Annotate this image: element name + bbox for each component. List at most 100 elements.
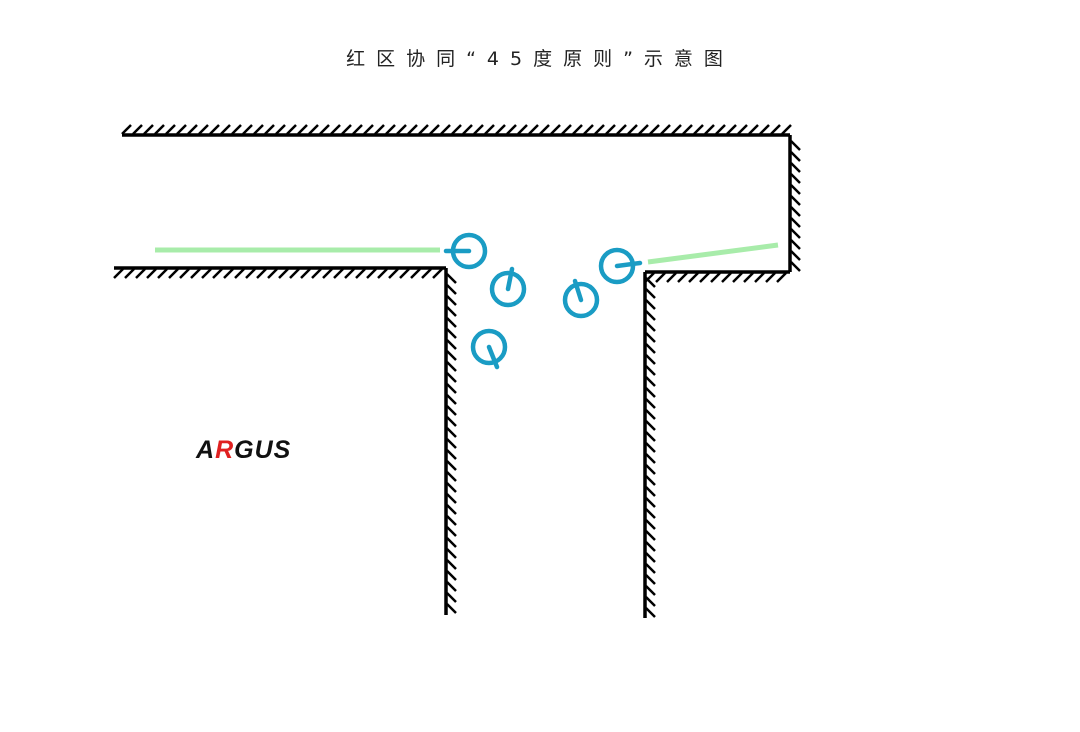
wall-hatch xyxy=(451,124,462,135)
wall-hatch xyxy=(418,124,429,135)
wall-hatch xyxy=(446,339,457,350)
wall-hatch xyxy=(363,124,374,135)
wall-hatch xyxy=(506,124,517,135)
wall-hatch xyxy=(645,321,656,332)
wall-hatch xyxy=(790,239,801,250)
wall-hatch xyxy=(333,268,344,279)
wall-hatch xyxy=(645,541,656,552)
wall-hatch xyxy=(645,299,656,310)
wall-hatch xyxy=(666,272,677,283)
wall-hatch xyxy=(748,124,759,135)
operator-icon xyxy=(489,270,527,308)
wall-hatch xyxy=(759,124,770,135)
wall-hatch xyxy=(638,124,649,135)
wall-hatch xyxy=(322,268,333,279)
wall-hatch xyxy=(677,272,688,283)
wall-hatch xyxy=(645,530,656,541)
wall-hatch xyxy=(645,508,656,519)
wall-hatch xyxy=(645,497,656,508)
wall-hatch xyxy=(790,217,801,228)
wall-hatch xyxy=(660,124,671,135)
wall-hatch xyxy=(220,124,231,135)
wall-hatch xyxy=(429,124,440,135)
wall-hatch xyxy=(385,124,396,135)
wall-hatch xyxy=(790,261,801,272)
wall-hatch xyxy=(121,124,132,135)
wall-hatch xyxy=(693,124,704,135)
wall-hatch xyxy=(179,268,190,279)
wall-hatch xyxy=(407,124,418,135)
wall-hatch xyxy=(132,124,143,135)
wall-hatch xyxy=(765,272,776,283)
wall-hatch xyxy=(446,570,457,581)
wall-hatch xyxy=(671,124,682,135)
wall-hatch xyxy=(446,273,457,284)
wall-hatch xyxy=(135,268,146,279)
wall-hatch xyxy=(627,124,638,135)
wall-hatch xyxy=(446,515,457,526)
wall-hatch xyxy=(446,295,457,306)
wall-hatch xyxy=(446,581,457,592)
argus-logo: ARGUS xyxy=(196,436,291,465)
wall-hatch xyxy=(645,442,656,453)
wall-hatch xyxy=(168,268,179,279)
wall-hatch xyxy=(446,449,457,460)
wall-hatch xyxy=(715,124,726,135)
wall-hatch xyxy=(645,453,656,464)
wall-hatch xyxy=(726,124,737,135)
wall-hatch xyxy=(446,548,457,559)
operator-icon xyxy=(470,328,508,366)
wall-hatch xyxy=(446,328,457,339)
wall-hatch xyxy=(790,250,801,261)
wall-hatch xyxy=(539,124,550,135)
wall-hatch xyxy=(198,124,209,135)
wall-hatch xyxy=(289,268,300,279)
wall-hatch xyxy=(146,268,157,279)
wall-hatch xyxy=(319,124,330,135)
wall-hatch xyxy=(399,268,410,279)
wall-hatch xyxy=(201,268,212,279)
wall-hatch xyxy=(473,124,484,135)
wall-hatch xyxy=(446,504,457,515)
wall-hatch xyxy=(446,427,457,438)
wall-hatch xyxy=(165,124,176,135)
wall-hatch xyxy=(645,409,656,420)
wall-hatch xyxy=(154,124,165,135)
wall-hatch xyxy=(495,124,506,135)
wall-hatch xyxy=(330,124,341,135)
wall-hatch xyxy=(267,268,278,279)
wall-hatch xyxy=(743,272,754,283)
wall-hatch xyxy=(645,585,656,596)
operator-aim-line xyxy=(486,344,500,370)
wall-hatch xyxy=(645,607,656,618)
wall-hatch xyxy=(223,268,234,279)
wall-hatch xyxy=(374,124,385,135)
wall-hatch xyxy=(446,482,457,493)
wall-hatch xyxy=(645,310,656,321)
wall-hatch xyxy=(790,140,801,151)
wall-hatch xyxy=(446,537,457,548)
wall-hatch xyxy=(484,124,495,135)
wall-hatch xyxy=(253,124,264,135)
wall-hatch xyxy=(446,317,457,328)
wall-hatch xyxy=(187,124,198,135)
wall-hatch xyxy=(446,405,457,416)
wall-hatch xyxy=(790,206,801,217)
wall-hatch xyxy=(446,559,457,570)
wall-hatch xyxy=(242,124,253,135)
wall-hatch xyxy=(421,268,432,279)
wall-hatch xyxy=(446,306,457,317)
wall-hatch xyxy=(231,124,242,135)
wall-hatch xyxy=(446,603,457,614)
wall-hatch xyxy=(446,361,457,372)
wall-hatch xyxy=(190,268,201,279)
wall-hatch xyxy=(176,124,187,135)
wall-hatch xyxy=(754,272,765,283)
wall-hatch xyxy=(297,124,308,135)
wall-hatch xyxy=(300,268,311,279)
wall-hatch xyxy=(710,272,721,283)
wall-hatch xyxy=(446,284,457,295)
wall-hatch xyxy=(446,493,457,504)
wall-hatch xyxy=(790,184,801,195)
